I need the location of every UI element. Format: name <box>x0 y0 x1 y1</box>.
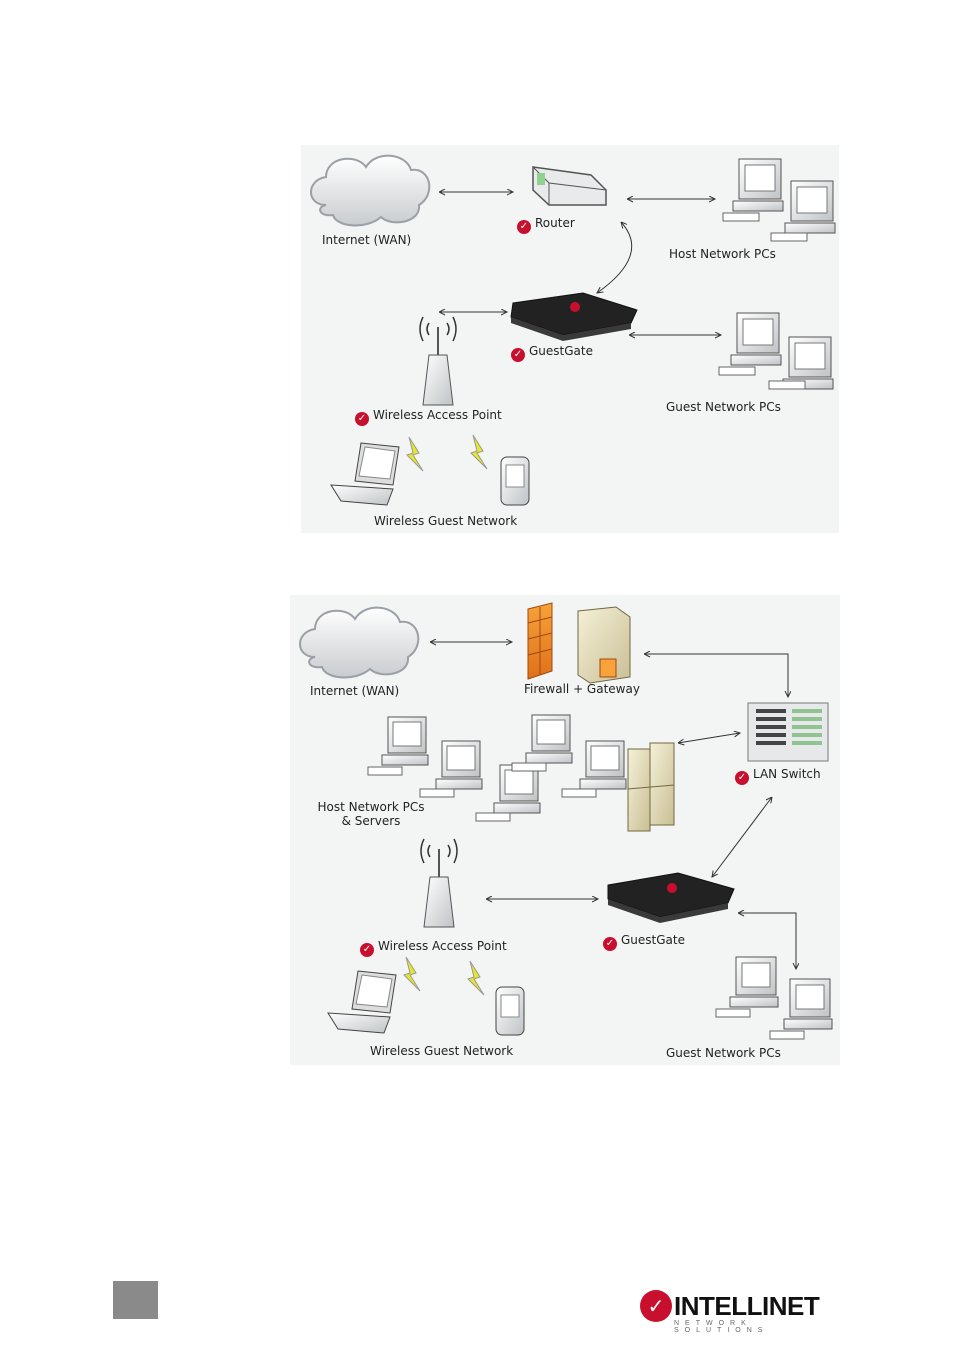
router-label: ✓ Router <box>517 216 575 234</box>
wireless-access-point-icon <box>421 839 457 927</box>
check-icon: ✓ <box>355 412 369 426</box>
lan-switch-icon <box>748 703 828 761</box>
connector-servers-switch <box>678 733 740 743</box>
wireless-guest-label: Wireless Guest Network <box>374 514 517 528</box>
guestgate-label: ✓ GuestGate <box>603 933 685 951</box>
guestgate-label-text: GuestGate <box>621 933 685 947</box>
lan-switch-label: ✓ LAN Switch <box>735 767 821 785</box>
guestgate-label: ✓ GuestGate <box>511 344 593 362</box>
guest-network-pcs-icon <box>719 313 833 389</box>
router-label-text: Router <box>535 216 575 230</box>
wireless-guest-label: Wireless Guest Network <box>370 1044 513 1058</box>
guestgate-device-icon <box>511 293 637 341</box>
wap-label-text: Wireless Access Point <box>378 939 507 953</box>
wireless-signal-icon <box>404 957 420 991</box>
logo-text: INTELLINET <box>674 1290 819 1322</box>
check-icon: ✓ <box>360 943 374 957</box>
guest-network-pcs-icon <box>716 957 832 1039</box>
connector-switch-guestgate <box>712 797 772 877</box>
wireless-signal-icon <box>468 961 484 995</box>
internet-label: Internet (WAN) <box>310 684 399 698</box>
guestgate-label-text: GuestGate <box>529 344 593 358</box>
pda-icon <box>496 987 524 1035</box>
check-icon: ✓ <box>511 348 525 362</box>
guestgate-device-icon <box>608 873 734 923</box>
wireless-signal-icon <box>407 437 423 471</box>
wap-label-text: Wireless Access Point <box>373 408 502 422</box>
connector-firewall-switch <box>644 654 788 697</box>
check-icon: ✓ <box>603 937 617 951</box>
host-pcs-label: Host Network PCs <box>669 247 776 261</box>
internet-cloud-icon <box>300 608 418 678</box>
diagram-graphics <box>290 595 840 1065</box>
pda-icon <box>501 457 529 505</box>
firewall-gateway-icon <box>528 603 630 683</box>
host-network-pcs-icon <box>723 159 835 241</box>
diagram-graphics <box>301 145 839 533</box>
logo-subtext: NETWORK SOLUTIONS <box>674 1320 845 1334</box>
laptop-icon <box>328 971 396 1033</box>
internet-cloud-icon <box>311 156 429 226</box>
lan-switch-label-text: LAN Switch <box>753 767 821 781</box>
network-diagram-router: Internet (WAN) ✓Router Host Network PCs … <box>301 145 839 533</box>
router-icon <box>533 167 606 205</box>
page-number-box <box>113 1281 158 1319</box>
logo-check-icon: ✓ <box>640 1290 672 1322</box>
connector-router-guestgate <box>597 222 632 293</box>
wap-label: ✓ Wireless Access Point <box>355 408 502 426</box>
check-icon: ✓ <box>517 220 531 234</box>
guest-pcs-label: Guest Network PCs <box>666 400 781 414</box>
firewall-gateway-label: Firewall + Gateway <box>524 682 640 696</box>
laptop-icon <box>331 443 399 505</box>
intellinet-logo: ✓ INTELLINET NETWORK SOLUTIONS <box>640 1290 845 1330</box>
wireless-access-point-icon <box>420 317 456 405</box>
network-diagram-lan-switch: Internet (WAN) Firewall + Gateway ✓ LAN S… <box>290 595 840 1065</box>
internet-label: Internet (WAN) <box>322 233 411 247</box>
host-pcs-servers-label: Host Network PCs & Servers <box>316 800 426 828</box>
guest-pcs-label: Guest Network PCs <box>666 1046 781 1060</box>
wap-label: ✓ Wireless Access Point <box>360 939 507 957</box>
wireless-signal-icon <box>471 435 487 469</box>
check-icon: ✓ <box>735 771 749 785</box>
